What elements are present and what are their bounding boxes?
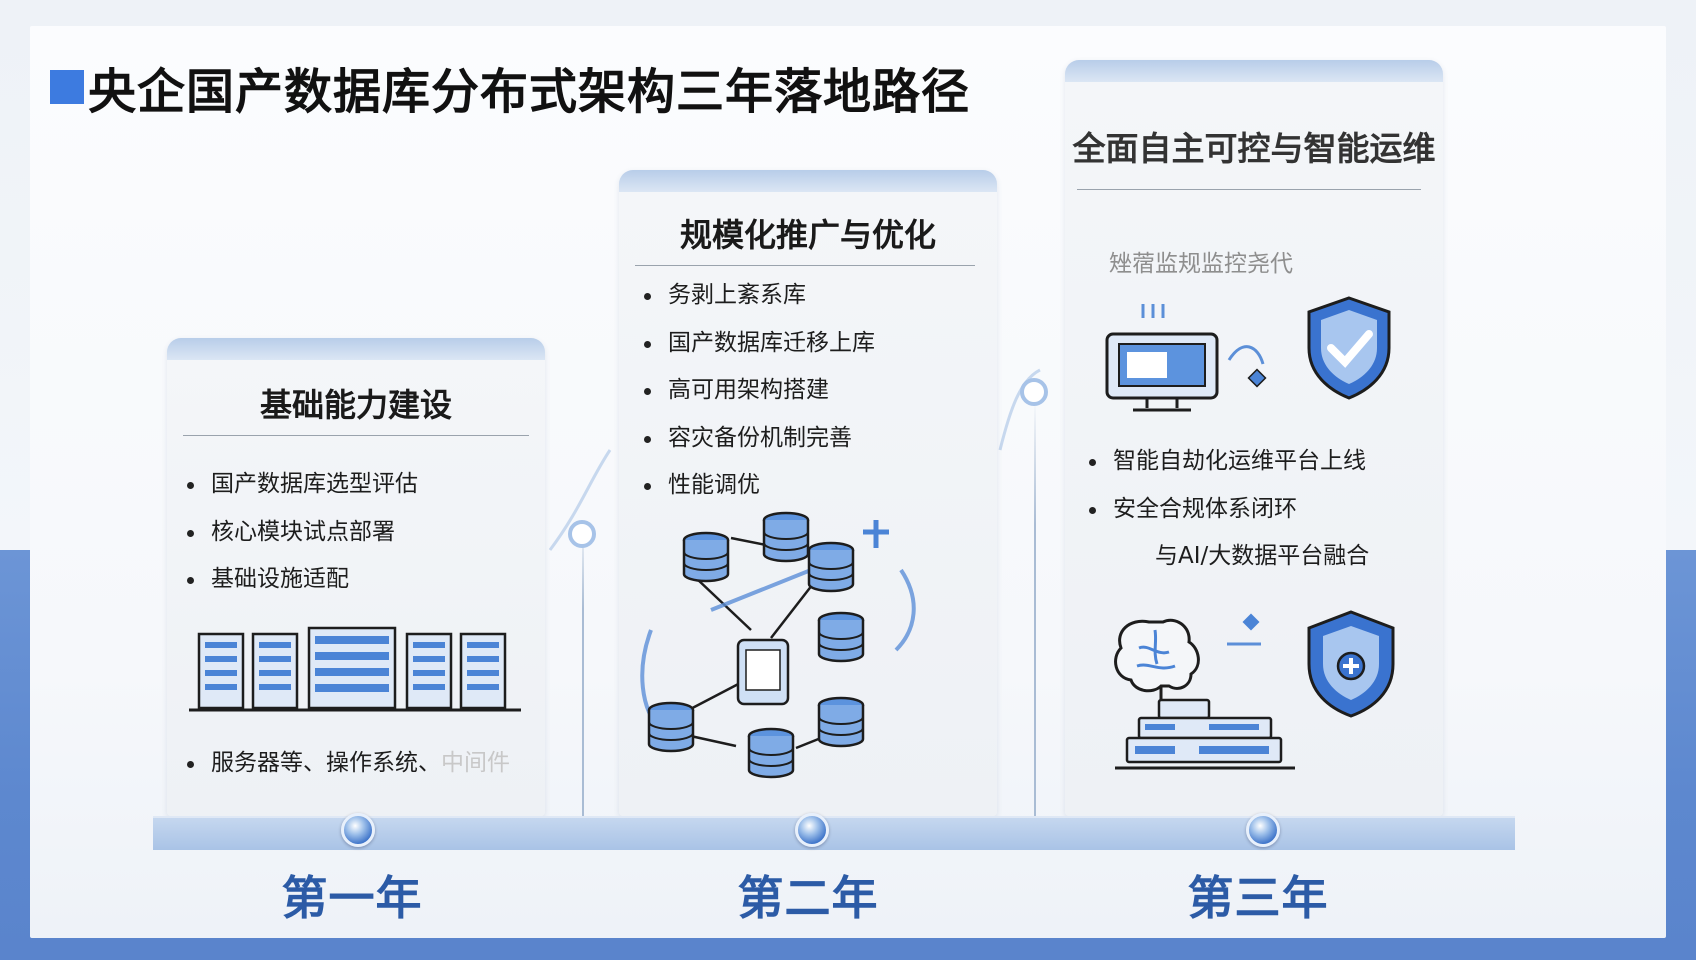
timeline-node bbox=[1246, 813, 1280, 847]
list-item: 与AI/大数据平台融合 bbox=[1089, 533, 1369, 581]
list-item: 容灾备份机制完善 bbox=[644, 415, 875, 463]
card-year-1: 基础能力建设 国产数据库选型评估 核心模块试点部署 基础设施适配 服务器等、操作… bbox=[167, 338, 545, 816]
monitor-icon bbox=[1105, 304, 1267, 412]
list-item-text: 与AI/大数据平台融合 bbox=[1155, 543, 1370, 569]
server-rack-icon bbox=[189, 626, 521, 712]
connector-curves bbox=[548, 368, 1041, 551]
card-bullet-list: 务剥上紊系库 国产数据库迁移上库 高可用架构搭建 容灾备份机制完善 性能调优 bbox=[644, 272, 875, 510]
list-item: 高可用架构搭建 bbox=[644, 367, 875, 415]
footer-faded-text: 中间件 bbox=[441, 750, 510, 776]
shield-plus-icon bbox=[1307, 610, 1395, 718]
card-divider bbox=[183, 435, 529, 436]
year-label: 第二年 bbox=[737, 871, 879, 925]
divider-line bbox=[1034, 400, 1036, 816]
footer-text: 服务器等、操作系统、 bbox=[211, 750, 441, 776]
card-bullet-list: 国产数据库选型评估 核心模块试点部署 基础设施适配 bbox=[187, 461, 418, 604]
list-item: 性能调优 bbox=[644, 462, 875, 510]
timeline-node bbox=[795, 813, 829, 847]
connector-node bbox=[568, 520, 596, 548]
timeline-bar bbox=[153, 816, 1515, 850]
list-item: 务剥上紊系库 bbox=[644, 272, 875, 320]
list-item: 国产数据库迁移上库 bbox=[644, 320, 875, 368]
year-label: 第一年 bbox=[281, 871, 423, 925]
shield-check-icon bbox=[1307, 296, 1391, 400]
card-footer-list: 服务器等、操作系统、中间件 bbox=[187, 740, 510, 788]
list-item: 服务器等、操作系统、中间件 bbox=[187, 740, 510, 788]
list-item: 国产数据库选型评估 bbox=[187, 461, 418, 509]
card-subtitle: 矬蓿监规监控尧代 bbox=[1109, 251, 1293, 277]
card-bullet-list: 智能自劫化运维平台上线 安全合规体系闭环 与AI/大数据平台融合 bbox=[1089, 438, 1369, 581]
card-divider bbox=[635, 265, 975, 266]
list-item: 安全合规体系闭环 bbox=[1089, 486, 1369, 534]
card-title: 全面自主可控与智能运维 bbox=[1072, 129, 1436, 168]
card-year-3: 全面自主可控与智能运维 矬蓿监规监控尧代 智能自劫化运维平台上线 安全合规体系闭… bbox=[1065, 60, 1443, 816]
divider-line bbox=[582, 520, 584, 816]
timeline-node bbox=[341, 813, 375, 847]
card-title: 基础能力建设 bbox=[259, 386, 452, 424]
year-label: 第三年 bbox=[1187, 871, 1329, 925]
card-year-2: 规模化推广与优化 务剥上紊系库 国产数据库迁移上库 高可用架构搭建 容灾备份机制… bbox=[619, 170, 997, 816]
list-item: 智能自劫化运维平台上线 bbox=[1089, 438, 1369, 486]
list-item: 基础设施适配 bbox=[187, 556, 418, 604]
database-network-icon bbox=[640, 511, 916, 779]
list-item: 核心模块试点部署 bbox=[187, 509, 418, 557]
card-divider bbox=[1077, 189, 1421, 190]
connector-node bbox=[1020, 378, 1048, 406]
page-title: 央企国产数据库分布式架构三年落地路径 bbox=[88, 64, 971, 120]
title-marker bbox=[50, 70, 84, 104]
card-title: 规模化推广与优化 bbox=[679, 216, 936, 254]
brain-icon bbox=[1114, 613, 1295, 770]
